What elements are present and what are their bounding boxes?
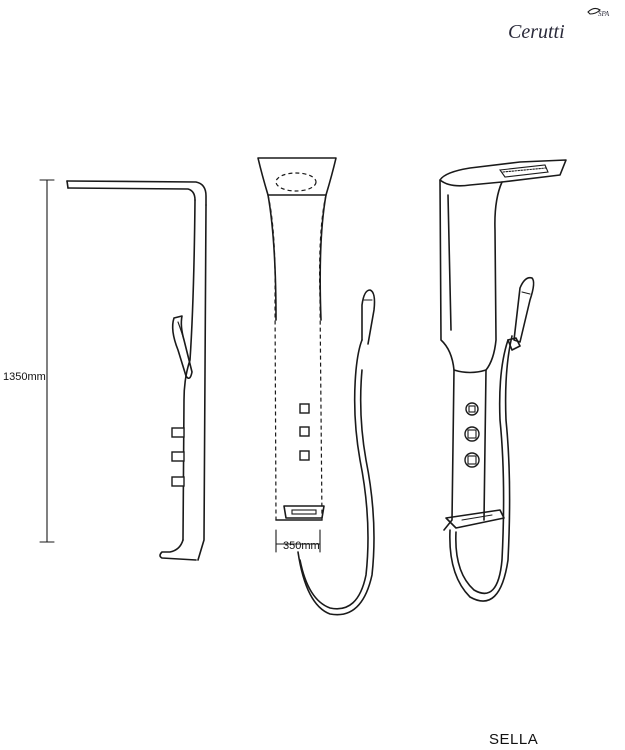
perspective-body-right: [483, 181, 503, 521]
model-name: SELLA: [489, 731, 538, 748]
bird-icon: [587, 7, 601, 15]
front-view: 350mm: [257, 157, 376, 616]
perspective-head: [439, 159, 567, 187]
front-hand-shower: [361, 289, 376, 345]
side-top-arm: [66, 180, 207, 206]
rain-shower-head: [275, 172, 317, 192]
width-dimension-label: 350mm: [283, 540, 320, 552]
side-hand-shower: [171, 315, 193, 380]
perspective-hose: [449, 335, 513, 602]
perspective-knob-2: [464, 426, 480, 442]
front-body-left: [267, 194, 277, 521]
side-knob-2: [171, 451, 185, 462]
side-view: 1350mm: [3, 179, 207, 561]
brand-logo: Cerutti SPA: [508, 7, 610, 43]
brand-name: Cerutti: [508, 21, 565, 43]
perspective-knob-3: [464, 452, 480, 468]
side-top-arm-inner: [67, 187, 196, 201]
perspective-hand-shower: [513, 276, 535, 343]
front-tub-spout: [283, 505, 325, 519]
side-panel-front: [182, 199, 196, 541]
side-bottom-spout: [159, 539, 197, 561]
perspective-view: [439, 159, 567, 602]
brand-sub: SPA: [598, 10, 610, 18]
side-panel-back: [197, 204, 207, 561]
perspective-body-left: [439, 179, 455, 531]
perspective-holder: [507, 337, 521, 351]
front-knob-1: [299, 403, 310, 414]
perspective-tub-spout: [445, 509, 505, 529]
perspective-knob-1: [465, 402, 479, 416]
height-dimension-label: 1350mm: [3, 371, 46, 383]
side-knob-1: [171, 427, 185, 438]
front-knob-3: [299, 450, 310, 461]
perspective-rain-nozzles: [499, 164, 549, 178]
front-head: [257, 157, 337, 196]
side-knob-3: [171, 476, 185, 487]
front-knob-2: [299, 426, 310, 437]
front-hose: [299, 339, 369, 610]
